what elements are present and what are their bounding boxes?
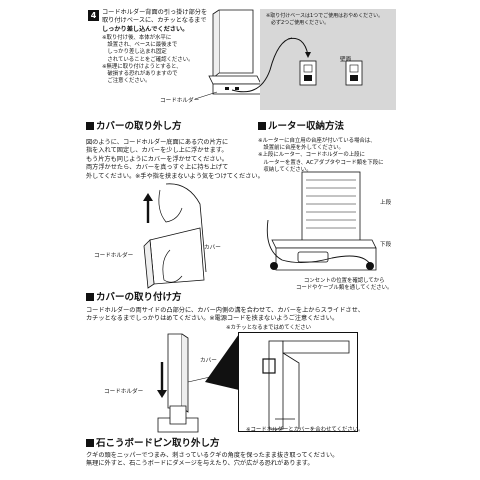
note-line: 破損する恐れがありますので (102, 71, 178, 78)
note-line: されていることをご確認ください。 (102, 56, 194, 63)
gray-note: 必ず2つご使用ください。 (266, 20, 330, 26)
text-line: カチッとなるまでしっかりはめてください。※電源コードを挟まないようご注意ください… (86, 315, 339, 323)
router-illustration (266, 171, 377, 271)
step4-section: 4 コードホルダー背面の引っ掛け部分を 取り付けベースに、カチッとなるまで しっ… (0, 0, 480, 118)
pin-removal-section: 石こうボードピン取り外し方 クギの頭をニッパーでつまみ、刺さっているクギの角度を… (0, 438, 480, 480)
step4-line: コードホルダー背面の引っ掛け部分を (102, 9, 208, 16)
text-line: 外してください。※手や指を挟まないよう気をつけてください。 (86, 172, 264, 180)
step4-line: 取り付けベースに、カチッとなるまで (102, 17, 207, 25)
align-note: ※コードホルダーとカバーを合わせてください。 (246, 427, 364, 433)
cover-removal-title: カバーの取り外し方 (86, 121, 182, 133)
router-caption: コンセントの位置を確認してから コードやケーブル類を通してください。 (296, 278, 392, 292)
router-notes: ※ルーターに自立用の台座が付いている場合は、 設置前に台座を外してください。 ※… (258, 138, 384, 174)
section-title-text: カバーの取り付け方 (96, 292, 182, 303)
lower-shelf-label: 下段 (380, 242, 392, 248)
section-title-text: ルーター収納方法 (268, 121, 345, 132)
note-line: 設置され、ベースに最後まで (102, 42, 178, 49)
holder-on-base-illustration (208, 9, 262, 95)
up-arrow-icon (143, 193, 153, 223)
gray-note: ※取り付けベースは1つでご使用はおやめください。 (266, 13, 384, 19)
note-line: ※上段にルーター、コードホルダーの上段に (258, 152, 365, 159)
note-line: ※無理に取り付けようとすると、 (102, 63, 182, 70)
pin-removal-title: 石こうボードピン取り外し方 (86, 438, 220, 450)
gray-info-panel: ※取り付けベースは1つでご使用はおやめください。 必ず2つご使用ください。 壁面 (260, 9, 396, 110)
step4-text: コードホルダー背面の引っ掛け部分を 取り付けベースに、カチッとなるまで しっかり… (102, 9, 207, 34)
text-line: 指を入れて固定し、カバーを少し上に浮かせます。 (86, 147, 228, 155)
router-title: ルーター収納方法 (258, 121, 344, 133)
cover-attach-section: カバーの取り付け方 コードホルダーの両サイドの凸部分に、カバー内側の溝を合わせて… (0, 290, 480, 435)
caption-line: コンセントの位置を確認してから (303, 278, 385, 284)
section-marker-icon (86, 439, 94, 447)
leader-line (194, 91, 218, 100)
upper-shelf-label: 上段 (380, 200, 392, 206)
note-line: 設置前に台座を外してください。 (258, 145, 344, 152)
cover-attach-note: ※カチッとなるまではめてください (226, 325, 312, 331)
detail-zoom-panel (238, 332, 358, 432)
step4-line: しっかり差し込んでください。 (102, 25, 189, 33)
text-line: 無理に外すと、石こうボードにダメージを与えたり、穴が広がる恐れがあります。 (86, 460, 314, 468)
cover-attach-title: カバーの取り付け方 (86, 292, 182, 304)
note-line: ※ルーターに自立用の台座が付いている場合は、 (258, 138, 376, 144)
text-line: もう片方も同じようにカバーを浮かせてください。 (86, 155, 228, 163)
cover-label: カバー (200, 358, 217, 364)
wall-bases-illustration (287, 37, 363, 86)
zoom-wedge (205, 334, 239, 390)
pin-removal-text: クギの頭をニッパーでつまみ、刺さっているクギの角度を保ったまま抜き取ってください… (86, 452, 338, 469)
router-section: ルーター収納方法 ※ルーターに自立用の台座が付いている場合は、 設置前に台座を外… (256, 118, 480, 298)
step4-notes: ※取り付け後、本体が水平に 設置され、ベースに最後まで しっかり差し込まれ固定 … (102, 35, 193, 85)
note-line: ※取り付け後、本体が水平に (102, 35, 172, 41)
cover-attach-text: コードホルダーの両サイドの凸部分に、カバー内側の溝を合わせて、カバーを上からスラ… (86, 307, 364, 324)
text-line: 図のように、コードホルダー底面にある穴の片方に (86, 139, 229, 146)
cover-label: カバー (204, 245, 221, 251)
section-marker-icon (86, 122, 94, 130)
note-line: ご注意ください。 (102, 78, 151, 85)
section-title-text: 石こうボードピン取り外し方 (96, 438, 220, 449)
section-title-text: カバーの取り外し方 (96, 121, 182, 132)
section-marker-icon (86, 293, 94, 301)
step-number: 4 (88, 10, 99, 21)
holder-label: コードホルダー (160, 98, 200, 104)
section-marker-icon (258, 122, 266, 130)
text-line: コードホルダーの両サイドの凸部分に、カバー内側の溝を合わせて、カバーを上からスラ… (86, 307, 364, 314)
holder-label: コードホルダー (104, 389, 144, 395)
connector-curve (231, 37, 293, 93)
cover-removal-text: 図のように、コードホルダー底面にある穴の片方に 指を入れて固定し、カバーを少し上… (86, 139, 264, 181)
cover-removal-section: カバーの取り外し方 図のように、コードホルダー底面にある穴の片方に 指を入れて固… (0, 118, 264, 289)
cover-attach-illustration (157, 333, 233, 433)
cover-removal-illustration (143, 183, 207, 289)
wall-label: 壁面 (340, 57, 352, 63)
note-line: 収納してください。 (258, 166, 312, 173)
holder-label: コードホルダー (94, 253, 134, 259)
note-line: ルーターを置き、ACアダプタやコード類を下段に (258, 159, 384, 166)
note-line: しっかり差し込まれ固定 (102, 49, 167, 56)
caption-line: コードやケーブル類を通してください。 (296, 285, 393, 292)
text-line: クギの頭をニッパーでつまみ、刺さっているクギの角度を保ったまま抜き取ってください… (86, 452, 339, 459)
text-line: 両方浮かせたら、カバーを真っすぐ上に持ち上げて (86, 164, 229, 172)
zoom-detail-illustration (262, 340, 350, 430)
